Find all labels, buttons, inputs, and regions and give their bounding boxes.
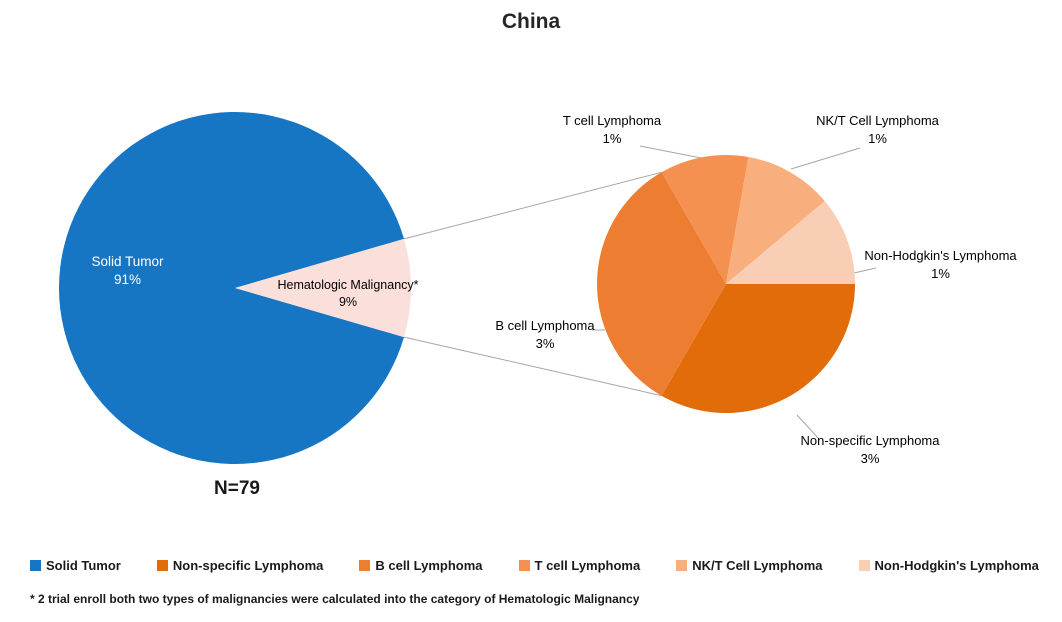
legend-swatch-icon [156,560,168,571]
slice-pct-text: 1% [868,130,887,146]
main-pie-slice-hematologic-malignancy [235,238,411,338]
secondary-pie-slice-b-cell-lymphoma [597,172,726,396]
slice-label-text: T cell Lymphoma [562,113,662,128]
slice-pct-text: 9% [338,294,358,309]
slice-pct-text: 1% [931,265,950,281]
leader-line-t-cell [639,145,702,159]
callout-label-non-hodgkins-lymphoma: Non-Hodgkin's Lymphoma 1% [848,247,1033,282]
legend-item-non-hodgkins-lymphoma: Non-Hodgkin's Lymphoma [858,558,1039,573]
connector-line-bottom [403,336,662,397]
slice-label-text: NK/T Cell Lymphoma [816,113,939,128]
main-pie-slice-solid-tumor [58,112,404,465]
legend-swatch-icon [858,560,870,571]
legend-item-solid-tumor: Solid Tumor [30,558,121,573]
sample-size-label: N=79 [214,478,260,499]
main-slice-label-solid-tumor: Solid Tumor 91% [55,253,200,289]
slice-label-text: Hematologic Malignancy* [277,278,419,292]
slice-pct-text: 91% [113,272,142,288]
legend-label: B cell Lymphoma [375,558,483,573]
legend-swatch-icon [518,560,530,571]
legend-label: Non-Hodgkin's Lymphoma [874,558,1039,573]
main-slice-label-hematologic-malignancy: Hematologic Malignancy* 9% [258,277,438,311]
legend-label: Solid Tumor [46,558,121,573]
secondary-pie-slice-nk-t-cell-lymphoma [726,157,825,284]
secondary-pie-slice-non-specific-lymphoma [661,284,855,413]
legend-swatch-icon [359,560,371,571]
legend-swatch-icon [676,560,688,571]
legend-label: NK/T Cell Lymphoma [692,558,823,573]
callout-label-b-cell-lymphoma: B cell Lymphoma 3% [470,317,620,352]
callout-label-non-specific-lymphoma: Non-specific Lymphoma 3% [785,432,955,467]
legend-label: T cell Lymphoma [534,558,641,573]
legend-label: Non-specific Lymphoma [172,558,324,573]
secondary-pie-slice-t-cell-lymphoma [661,155,749,284]
leader-line-non-specific [796,414,820,440]
legend-item-nk-t-cell-lymphoma: NK/T Cell Lymphoma [676,558,823,573]
slice-label-text: Solid Tumor [91,254,164,269]
leader-line-nk-t-cell [790,147,861,170]
chart-footnote: * 2 trial enroll both two types of malig… [30,592,640,606]
callout-label-t-cell-lymphoma: T cell Lymphoma 1% [537,112,687,147]
secondary-pie-slice-non-hodgkin-s-lymphoma [726,201,855,284]
legend-swatch-icon [30,560,41,571]
chart-title: China [501,10,561,33]
legend-item-b-cell-lymphoma: B cell Lymphoma [359,558,483,573]
legend-item-t-cell-lymphoma: T cell Lymphoma [518,558,641,573]
leader-line-non-hodgkins [853,267,877,274]
slice-pct-text: 1% [602,130,622,146]
callout-label-nk-t-cell-lymphoma: NK/T Cell Lymphoma 1% [790,112,965,147]
slice-label-text: Non-Hodgkin's Lymphoma [864,248,1017,263]
chart-legend: Solid Tumor Non-specific Lymphoma B cell… [30,558,1039,573]
slice-label-text: Non-specific Lymphoma [800,433,940,448]
slice-label-text: B cell Lymphoma [495,318,595,333]
legend-item-non-specific-lymphoma: Non-specific Lymphoma [156,558,324,573]
slice-pct-text: 3% [535,335,555,351]
connector-line-top [403,171,662,240]
slice-pct-text: 3% [860,450,880,466]
